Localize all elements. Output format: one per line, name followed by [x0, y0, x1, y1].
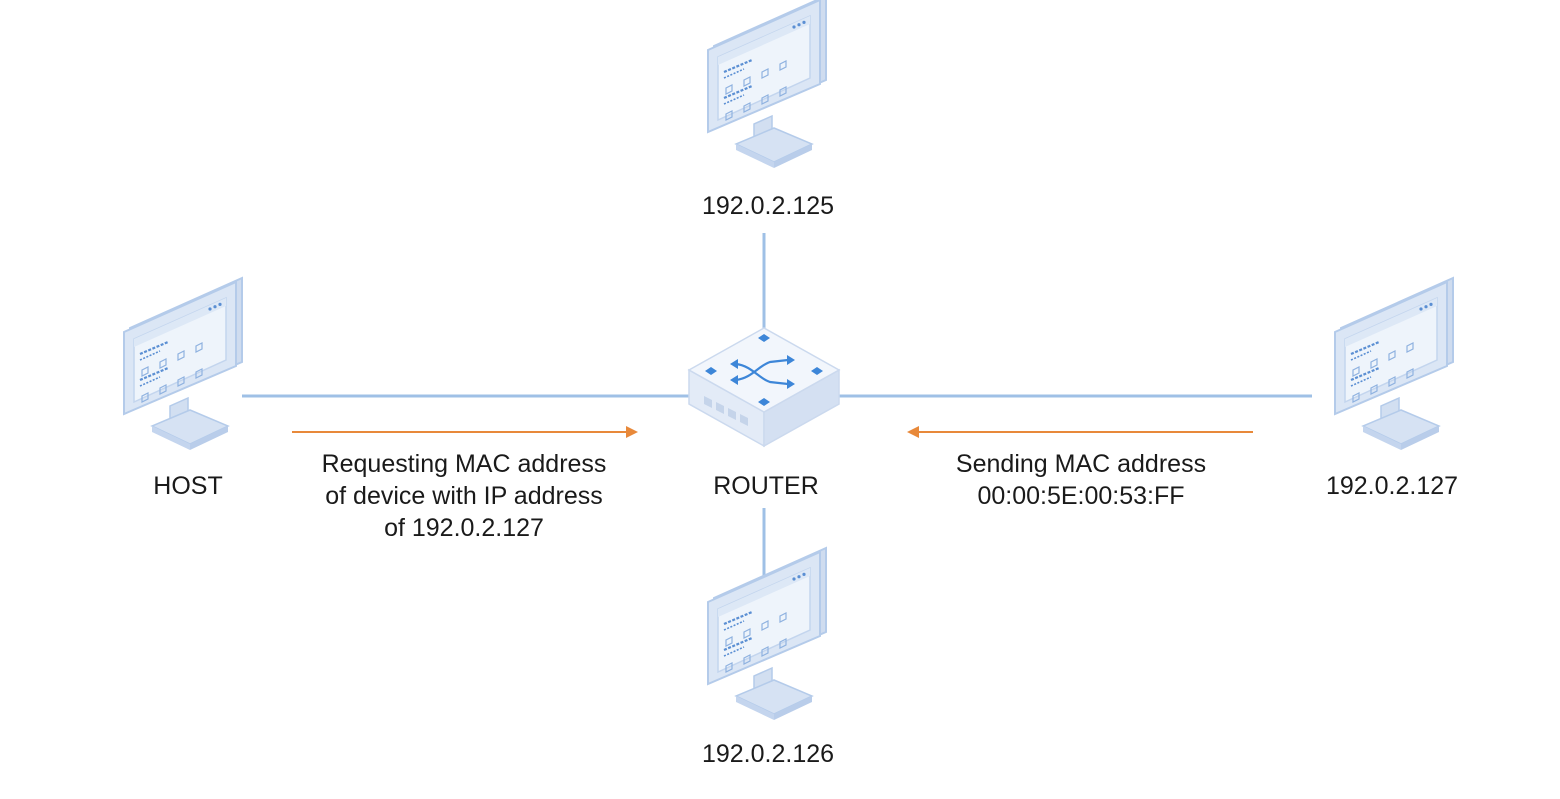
request-message-line: Requesting MAC address: [321, 450, 607, 478]
desktop-monitor-icon: [706, 0, 828, 170]
desktop-monitor-icon: [122, 276, 244, 452]
node-ip-right: 192.0.2.127: [1325, 472, 1459, 500]
response-message-line: Sending MAC address: [955, 450, 1207, 478]
node-ip-top: 192.0.2.125: [701, 192, 835, 220]
response-arrow: [907, 426, 1253, 438]
network-links: [242, 233, 1312, 592]
network-switch-icon: [687, 327, 841, 448]
request-message: Requesting MAC address of device with IP…: [322, 448, 607, 544]
node-ip-bottom: 192.0.2.126: [701, 740, 835, 768]
host-label: HOST: [153, 472, 223, 500]
request-arrow: [292, 426, 638, 438]
response-message: Sending MAC address 00:00:5E:00:53:FF: [956, 448, 1206, 512]
response-message-line: 00:00:5E:00:53:FF: [977, 482, 1185, 510]
request-message-line: of 192.0.2.127: [384, 514, 544, 542]
request-message-line: of device with IP address: [325, 482, 603, 510]
router-label: ROUTER: [713, 472, 819, 500]
desktop-monitor-icon: [706, 546, 828, 722]
desktop-monitor-icon: [1333, 276, 1455, 452]
